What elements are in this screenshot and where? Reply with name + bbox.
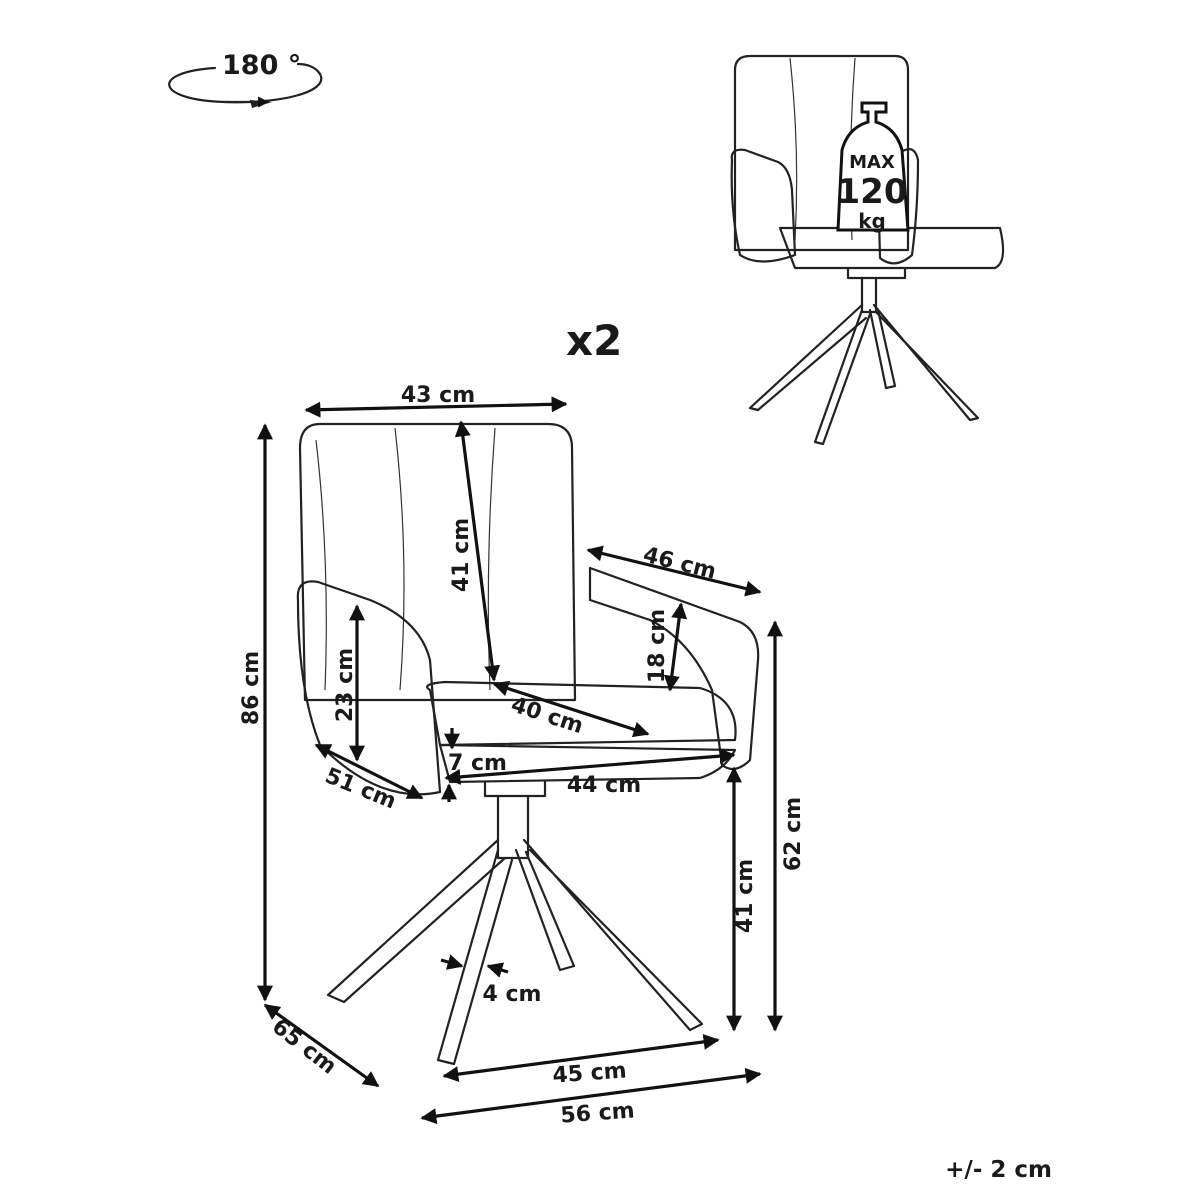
rotation-label: 180 ° <box>222 50 301 81</box>
dim-back-height: 41 cm <box>449 518 474 592</box>
dim-armrest-side: 23 cm <box>333 648 358 722</box>
dim-leg-width: 4 cm <box>483 982 542 1007</box>
weight-icon <box>836 101 910 232</box>
dim-back-width: 43 cm <box>401 383 475 408</box>
dim-arm-height: 18 cm <box>645 609 670 683</box>
rotation-icon <box>168 62 323 108</box>
dim-arm-floor-height: 62 cm <box>781 797 806 871</box>
dimension-lines <box>257 396 783 1125</box>
small-chair-illustration <box>730 54 1005 446</box>
max-load-line1: MAX <box>849 152 895 173</box>
max-load-line2: 120 <box>837 172 908 212</box>
dim-side-depth: 51 cm <box>321 763 399 814</box>
dim-seat-floor-height: 41 cm <box>733 859 758 933</box>
dim-base-width: 45 cm <box>552 1058 628 1088</box>
max-load-line3: kg <box>858 209 886 233</box>
dim-total-depth: 65 cm <box>267 1014 341 1079</box>
quantity-label: x2 <box>566 316 622 365</box>
dim-arm-depth: 46 cm <box>641 543 719 585</box>
dim-seat-thickness: 7 cm <box>448 751 507 776</box>
dim-total-width: 56 cm <box>560 1098 636 1128</box>
dim-seat-width: 44 cm <box>567 773 641 798</box>
dim-total-height: 86 cm <box>239 651 264 725</box>
tolerance-note: +/- 2 cm <box>945 1157 1052 1183</box>
main-chair-illustration <box>296 422 760 1066</box>
